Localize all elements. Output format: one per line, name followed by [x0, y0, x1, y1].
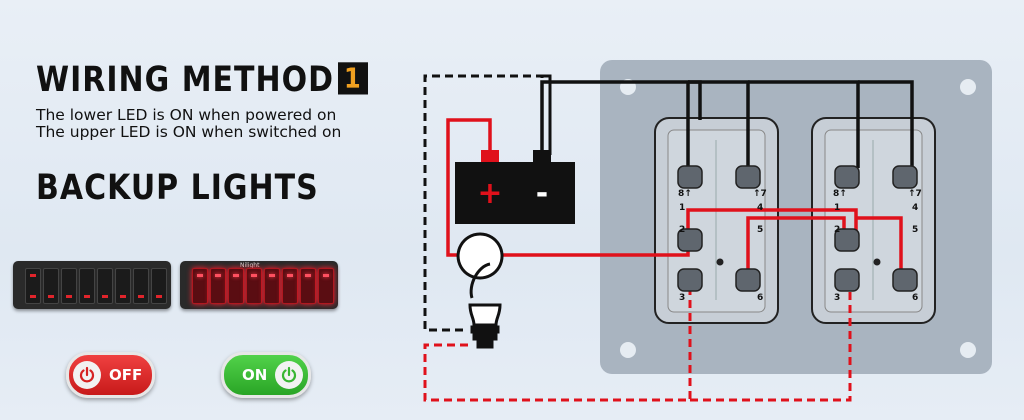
pin-4-label: 4 — [912, 203, 918, 213]
brand-label: Nilight — [240, 262, 260, 269]
pin-2-label: 2 — [834, 225, 840, 235]
title-text: WIRING METHOD — [36, 60, 335, 101]
rocker-switch — [79, 268, 95, 304]
rocker-switch — [43, 268, 59, 304]
switch-panel-off — [13, 261, 171, 309]
mount-hole — [620, 342, 636, 358]
mount-hole — [960, 342, 976, 358]
bulb-power-wire-2 — [690, 282, 852, 402]
on-label: ON — [242, 366, 268, 384]
battery-positive: + — [477, 176, 502, 211]
rocker-switch-lit — [228, 268, 244, 304]
switch-panel-on: Nilight — [180, 261, 338, 309]
rocker-switch — [97, 268, 113, 304]
positive-wires — [446, 118, 903, 280]
pin-7-label: ↑7 — [753, 189, 767, 199]
pin-3-label: 3 — [679, 293, 685, 303]
pin-8-label: 8↑ — [678, 189, 692, 199]
on-toggle-button[interactable]: ON — [221, 352, 311, 398]
rocker-switch — [115, 268, 131, 304]
terminals-left — [677, 165, 761, 292]
rocker-switch-lit — [192, 268, 208, 304]
rocker-switch-lit — [210, 268, 226, 304]
pin-1-label: 1 — [679, 203, 685, 213]
subtitle: BACKUP LIGHTS — [36, 168, 319, 209]
method-number-badge: 1 — [338, 62, 368, 95]
pin-8-label: 8↑ — [833, 189, 847, 199]
battery-negative: - — [536, 176, 548, 211]
rocker-switch — [133, 268, 149, 304]
rocker-switch — [25, 268, 41, 304]
lightbulb-icon — [456, 232, 504, 349]
bulb-power-wire — [423, 282, 692, 402]
mount-hole — [960, 79, 976, 95]
rocker-switch-lit — [300, 268, 316, 304]
off-toggle-button[interactable]: OFF — [66, 352, 155, 398]
description-line-2: The upper LED is ON when switched on — [36, 123, 342, 141]
pin-7-label: ↑7 — [908, 189, 922, 199]
terminals-right — [834, 165, 918, 292]
rocker-switch-lit — [264, 268, 280, 304]
ground-wires — [540, 74, 914, 168]
battery-icon — [455, 150, 575, 224]
pin-4-label: 4 — [757, 203, 763, 213]
off-label: OFF — [109, 366, 143, 384]
rocker-switch-lit — [282, 268, 298, 304]
bulb-ground-wire — [423, 74, 544, 332]
rocker-switch — [61, 268, 77, 304]
description-line-1: The lower LED is ON when powered on — [36, 106, 337, 124]
rocker-switch-lit — [318, 268, 334, 304]
pin-5-label: 5 — [912, 225, 918, 235]
rocker-switch — [151, 268, 167, 304]
power-icon — [275, 361, 304, 389]
power-icon — [73, 361, 101, 389]
pin-2-label: 2 — [679, 225, 685, 235]
pin-3-label: 3 — [834, 293, 840, 303]
rocker-switch-lit — [246, 268, 262, 304]
pin-1-label: 1 — [834, 203, 840, 213]
pin-6-label: 6 — [757, 293, 763, 303]
bulb-glint — [469, 262, 491, 299]
pin-6-label: 6 — [912, 293, 918, 303]
pin-5-label: 5 — [757, 225, 763, 235]
